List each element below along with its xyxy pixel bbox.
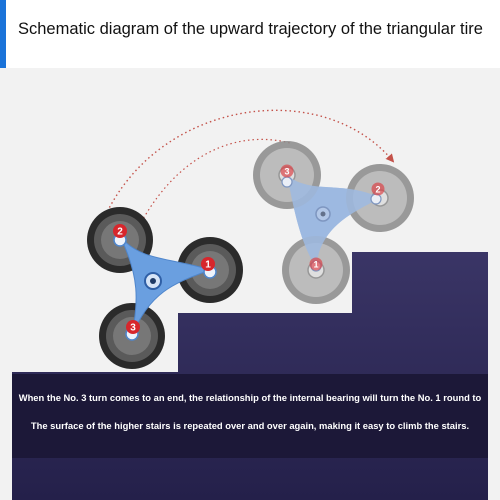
faded-label-2: 2 — [375, 185, 380, 195]
diagram-title: Schematic diagram of the upward trajecto… — [18, 20, 483, 38]
marker-1 — [201, 257, 215, 271]
front-tri-arm — [119, 235, 212, 337]
faded-wheel-assembly — [253, 141, 414, 304]
faded-marker-3 — [280, 164, 294, 178]
inner-trajectory-arc — [132, 138, 291, 239]
title-accent-bar — [0, 0, 6, 68]
marker-3 — [126, 320, 140, 334]
faded-marker-2 — [371, 182, 385, 196]
front-label-1: 1 — [205, 260, 211, 271]
faded-label-1: 1 — [313, 260, 318, 270]
caption-line-2: The surface of the higher stairs is repe… — [30, 420, 470, 431]
front-wheel-assembly — [87, 207, 243, 369]
outer-trajectory-arc — [99, 109, 395, 229]
caption-line-1: When the No. 3 turn comes to an end, the… — [18, 392, 482, 403]
caption-box — [12, 374, 488, 458]
front-label-3: 3 — [130, 323, 136, 334]
front-label-2: 2 — [117, 227, 123, 238]
marker-2 — [113, 224, 127, 238]
faded-label-3: 3 — [284, 167, 289, 177]
faded-marker-1 — [309, 257, 323, 271]
